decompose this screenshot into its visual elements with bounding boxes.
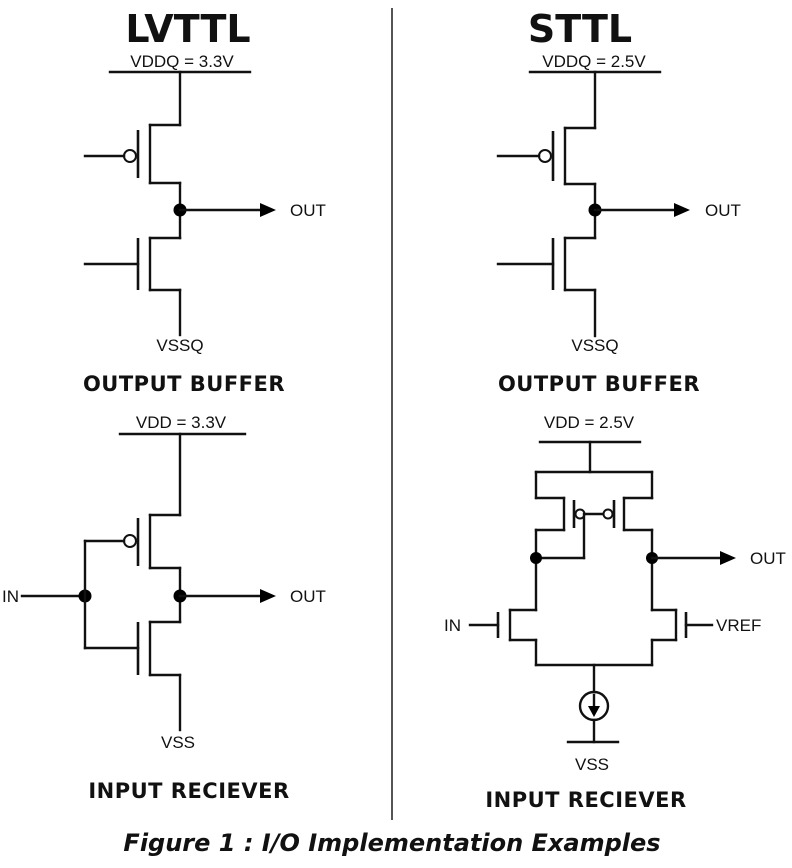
sttl-ob-supply-label: VDDQ = 2.5V — [542, 52, 646, 71]
sttl-ob-out-label: OUT — [705, 201, 741, 220]
sttl-ir-in-label: IN — [444, 616, 461, 635]
sttl-ir-ref-label: VREF — [716, 616, 761, 635]
nmos-transistor — [496, 236, 597, 292]
lvttl-title: LVTTL — [125, 7, 250, 51]
lvttl-output-buffer: VDDQ = 3.3V OUT VSSQ OUTPUT BUFFER — [83, 52, 326, 396]
sttl-input-receiver: VDD = 2.5V OUT — [444, 413, 786, 812]
lvttl-ir-supply-label: VDD = 3.3V — [136, 413, 227, 432]
arrow-icon — [720, 551, 736, 565]
lvttl-ob-supply-label: VDDQ = 3.3V — [130, 52, 234, 71]
pmos-transistor — [83, 123, 182, 185]
pmos-load-right — [602, 496, 654, 532]
lvttl-ir-caption: INPUT RECIEVER — [88, 779, 289, 803]
lvttl-ir-in-label: IN — [2, 587, 19, 606]
sttl-ob-ground-label: VSSQ — [571, 336, 618, 355]
sttl-output-buffer: VDDQ = 2.5V OUT VSSQ OUTPUT BUFFER — [496, 52, 741, 396]
arrow-icon — [674, 203, 690, 217]
pmos-load-left — [534, 496, 586, 532]
arrow-icon — [260, 589, 276, 603]
nmos-input-right — [650, 608, 714, 642]
pmos-transistor — [496, 126, 597, 186]
lvttl-ob-caption: OUTPUT BUFFER — [83, 372, 285, 396]
lvttl-ob-out-label: OUT — [290, 201, 326, 220]
pmos-transistor — [83, 513, 182, 570]
nmos-transistor — [83, 236, 182, 292]
nmos-transistor — [83, 620, 182, 677]
sttl-title: STTL — [528, 7, 632, 51]
sttl-ir-supply-label: VDD = 2.5V — [544, 413, 635, 432]
lvttl-ob-ground-label: VSSQ — [156, 336, 203, 355]
figure-caption: Figure 1 : I/O Implementation Examples — [123, 829, 660, 857]
sttl-ir-ground-label: VSS — [575, 755, 609, 774]
lvttl-input-receiver: VDD = 3.3V OUT IN VSS — [2, 413, 326, 803]
lvttl-ir-ground-label: VSS — [161, 733, 195, 752]
mirror-node — [530, 552, 542, 564]
sttl-ob-caption: OUTPUT BUFFER — [498, 372, 700, 396]
lvttl-ir-out-label: OUT — [290, 587, 326, 606]
nmos-input-left — [468, 608, 538, 642]
current-source-icon — [578, 690, 610, 722]
sttl-ir-caption: INPUT RECIEVER — [485, 788, 686, 812]
sttl-ir-out-label: OUT — [750, 549, 786, 568]
arrow-icon — [260, 203, 276, 217]
